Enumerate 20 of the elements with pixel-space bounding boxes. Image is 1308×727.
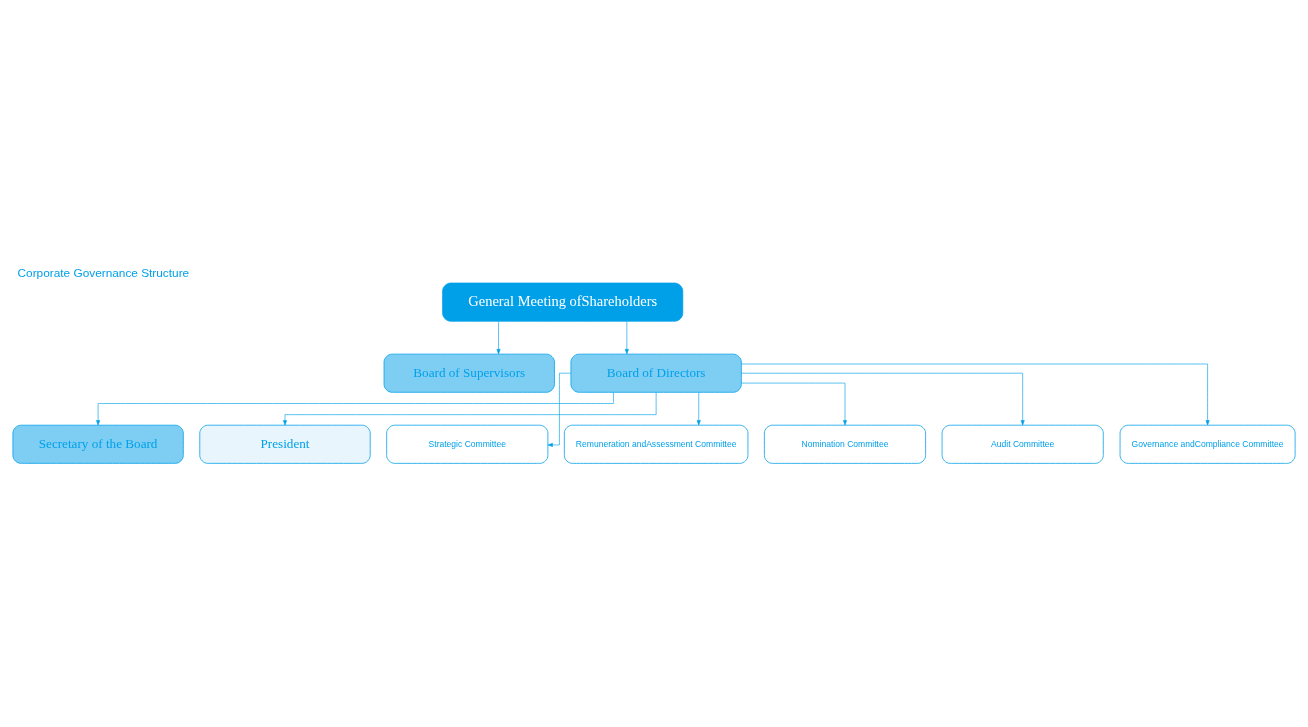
arrow [547,372,572,447]
node-box: General Meeting ofShareholders [442,282,684,322]
arrow [741,363,1210,425]
node-box: Board of Supervisors [383,353,555,393]
node-box: Audit Committee [941,424,1104,464]
node-box: President [199,424,371,464]
node-box: Nomination Committee [764,424,926,464]
node-box: Governance andCompliance Committee [1119,424,1296,464]
node-box: Remuneration andAssessment Committee [563,424,749,464]
arrow [741,382,847,425]
arrow [696,391,701,425]
arrow [624,320,629,354]
node-box: Secretary of the Board [12,424,184,464]
diagram-title: Corporate Governance Structure [17,265,190,280]
arrow [741,372,1025,425]
arrow [96,391,614,425]
arrow [283,391,657,425]
node-box: Strategic Committee [386,424,549,464]
node-box: Board of Directors [570,353,742,393]
arrow [496,320,501,354]
